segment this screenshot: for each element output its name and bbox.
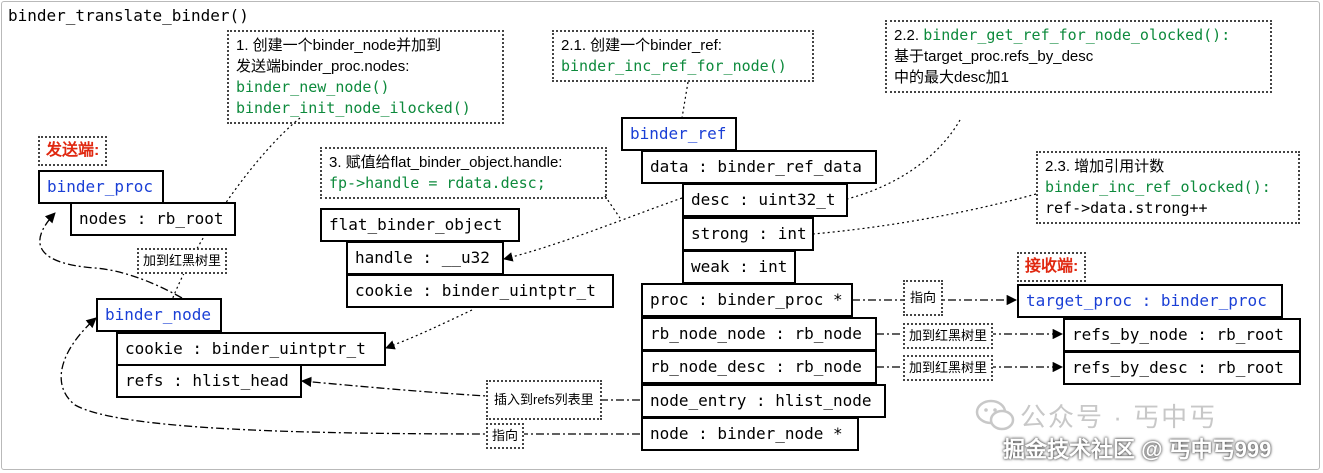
target-proc-box: target_proc : binder_proc <box>1017 284 1283 318</box>
note-n21-line2: binder_inc_ref_for_node() <box>561 57 787 75</box>
refs-field: refs : hlist_head <box>116 364 302 398</box>
note-n1-line3: binder_new_node() <box>236 78 390 96</box>
note-n21-line1: 2.1. 创建一个binder_ref: <box>561 37 722 54</box>
node-to-binder-node-arrow <box>60 317 640 435</box>
note-n1-line1: 1. 创建一个binder_node并加到 <box>236 37 442 54</box>
tag-insert-refs: 插入到refs列表里 <box>486 380 602 420</box>
rb-node-desc-field: rb_node_desc : rb_node <box>641 350 877 384</box>
note-n23-line2: binder_inc_ref_olocked(): <box>1045 178 1271 196</box>
note-n22-line1: 2.2. binder_get_ref_for_node_olocked(): <box>894 26 1231 44</box>
proc-field: proc : binder_proc * <box>641 283 853 317</box>
binder-node-box: binder_node <box>96 298 222 332</box>
receiver-label: 接收端: <box>1017 252 1087 282</box>
note-create-binder-node: 1. 创建一个binder_node并加到 发送端binder_proc.nod… <box>227 30 504 124</box>
note-n3-line2: fp->handle = rdata.desc; <box>329 174 546 192</box>
tag-point-proc: 指向 <box>903 280 944 316</box>
watermark-line1: 公众号 · 丐中丐 <box>1020 402 1218 432</box>
cookie-node-field: cookie : binder_uintptr_t <box>116 332 386 366</box>
note-n1-line4: binder_init_node_ilocked() <box>236 99 471 117</box>
note-n1-line2: 发送端binder_proc.nodes: <box>236 58 410 75</box>
data-field: data : binder_ref_data <box>641 150 877 184</box>
note-n22-func: binder_get_ref_for_node_olocked(): <box>923 26 1231 44</box>
note-n23-line1: 2.3. 增加引用计数 <box>1045 158 1165 175</box>
add-rb-left-loop <box>39 212 183 299</box>
tag-add-rb-node: 加到红黑树里 <box>903 323 994 349</box>
cookie-copy-arrow <box>385 309 473 350</box>
nodes-field: nodes : rb_root <box>70 202 236 236</box>
note-inc-ref-count: 2.3. 增加引用计数 binder_inc_ref_olocked(): re… <box>1036 151 1300 224</box>
node-entry-field: node_entry : hlist_node <box>641 384 886 418</box>
flat-binder-object-box: flat_binder_object <box>320 208 520 242</box>
sender-label: 发送端: <box>38 136 108 166</box>
callout-n3-line <box>604 195 621 219</box>
refs-by-node-field: refs_by_node : rb_root <box>1063 318 1301 352</box>
wechat-icon <box>975 399 1015 431</box>
diagram-title: binder_translate_binder() <box>8 6 249 25</box>
note-assign-handle: 3. 赋值给flat_binder_object.handle: fp->han… <box>320 147 607 199</box>
callout-n21-line <box>681 81 689 119</box>
weak-field: weak : int <box>682 250 796 284</box>
strong-field: strong : int <box>682 217 814 251</box>
note-get-ref-desc: 2.2. binder_get_ref_for_node_olocked(): … <box>885 20 1272 93</box>
note-n22-line3: 中的最大desc加1 <box>894 69 1010 86</box>
tag-add-rb-left: 加到红黑树里 <box>137 248 228 274</box>
refs-by-desc-field: refs_by_desc : rb_root <box>1063 351 1301 385</box>
cookie-flat-field: cookie : binder_uintptr_t <box>346 274 614 308</box>
watermark-line2: 掘金技术社区 @ 丐中丐999 <box>1003 437 1272 462</box>
desc-field: desc : uint32_t <box>682 183 848 217</box>
callout-n23-line <box>812 193 1037 235</box>
note-create-binder-ref: 2.1. 创建一个binder_ref: binder_inc_ref_for_… <box>552 30 814 82</box>
note-n3-line1: 3. 赋值给flat_binder_object.handle: <box>329 154 563 171</box>
binder-proc-box: binder_proc <box>38 170 164 204</box>
tag-point-node: 指向 <box>486 423 525 449</box>
callout-n22-line <box>846 119 961 200</box>
handle-field: handle : __u32 <box>346 241 504 275</box>
tag-add-rb-desc: 加到红黑树里 <box>903 355 994 381</box>
desc-to-handle-arrow <box>503 197 683 262</box>
note-n23-line3: ref->data.strong++ <box>1045 199 1208 217</box>
binder-ref-box: binder_ref <box>621 117 737 151</box>
note-n22-line2: 基于target_proc.refs_by_desc <box>894 48 1094 65</box>
node-field: node : binder_node * <box>641 417 859 451</box>
rb-node-node-field: rb_node_node : rb_node <box>641 317 877 351</box>
